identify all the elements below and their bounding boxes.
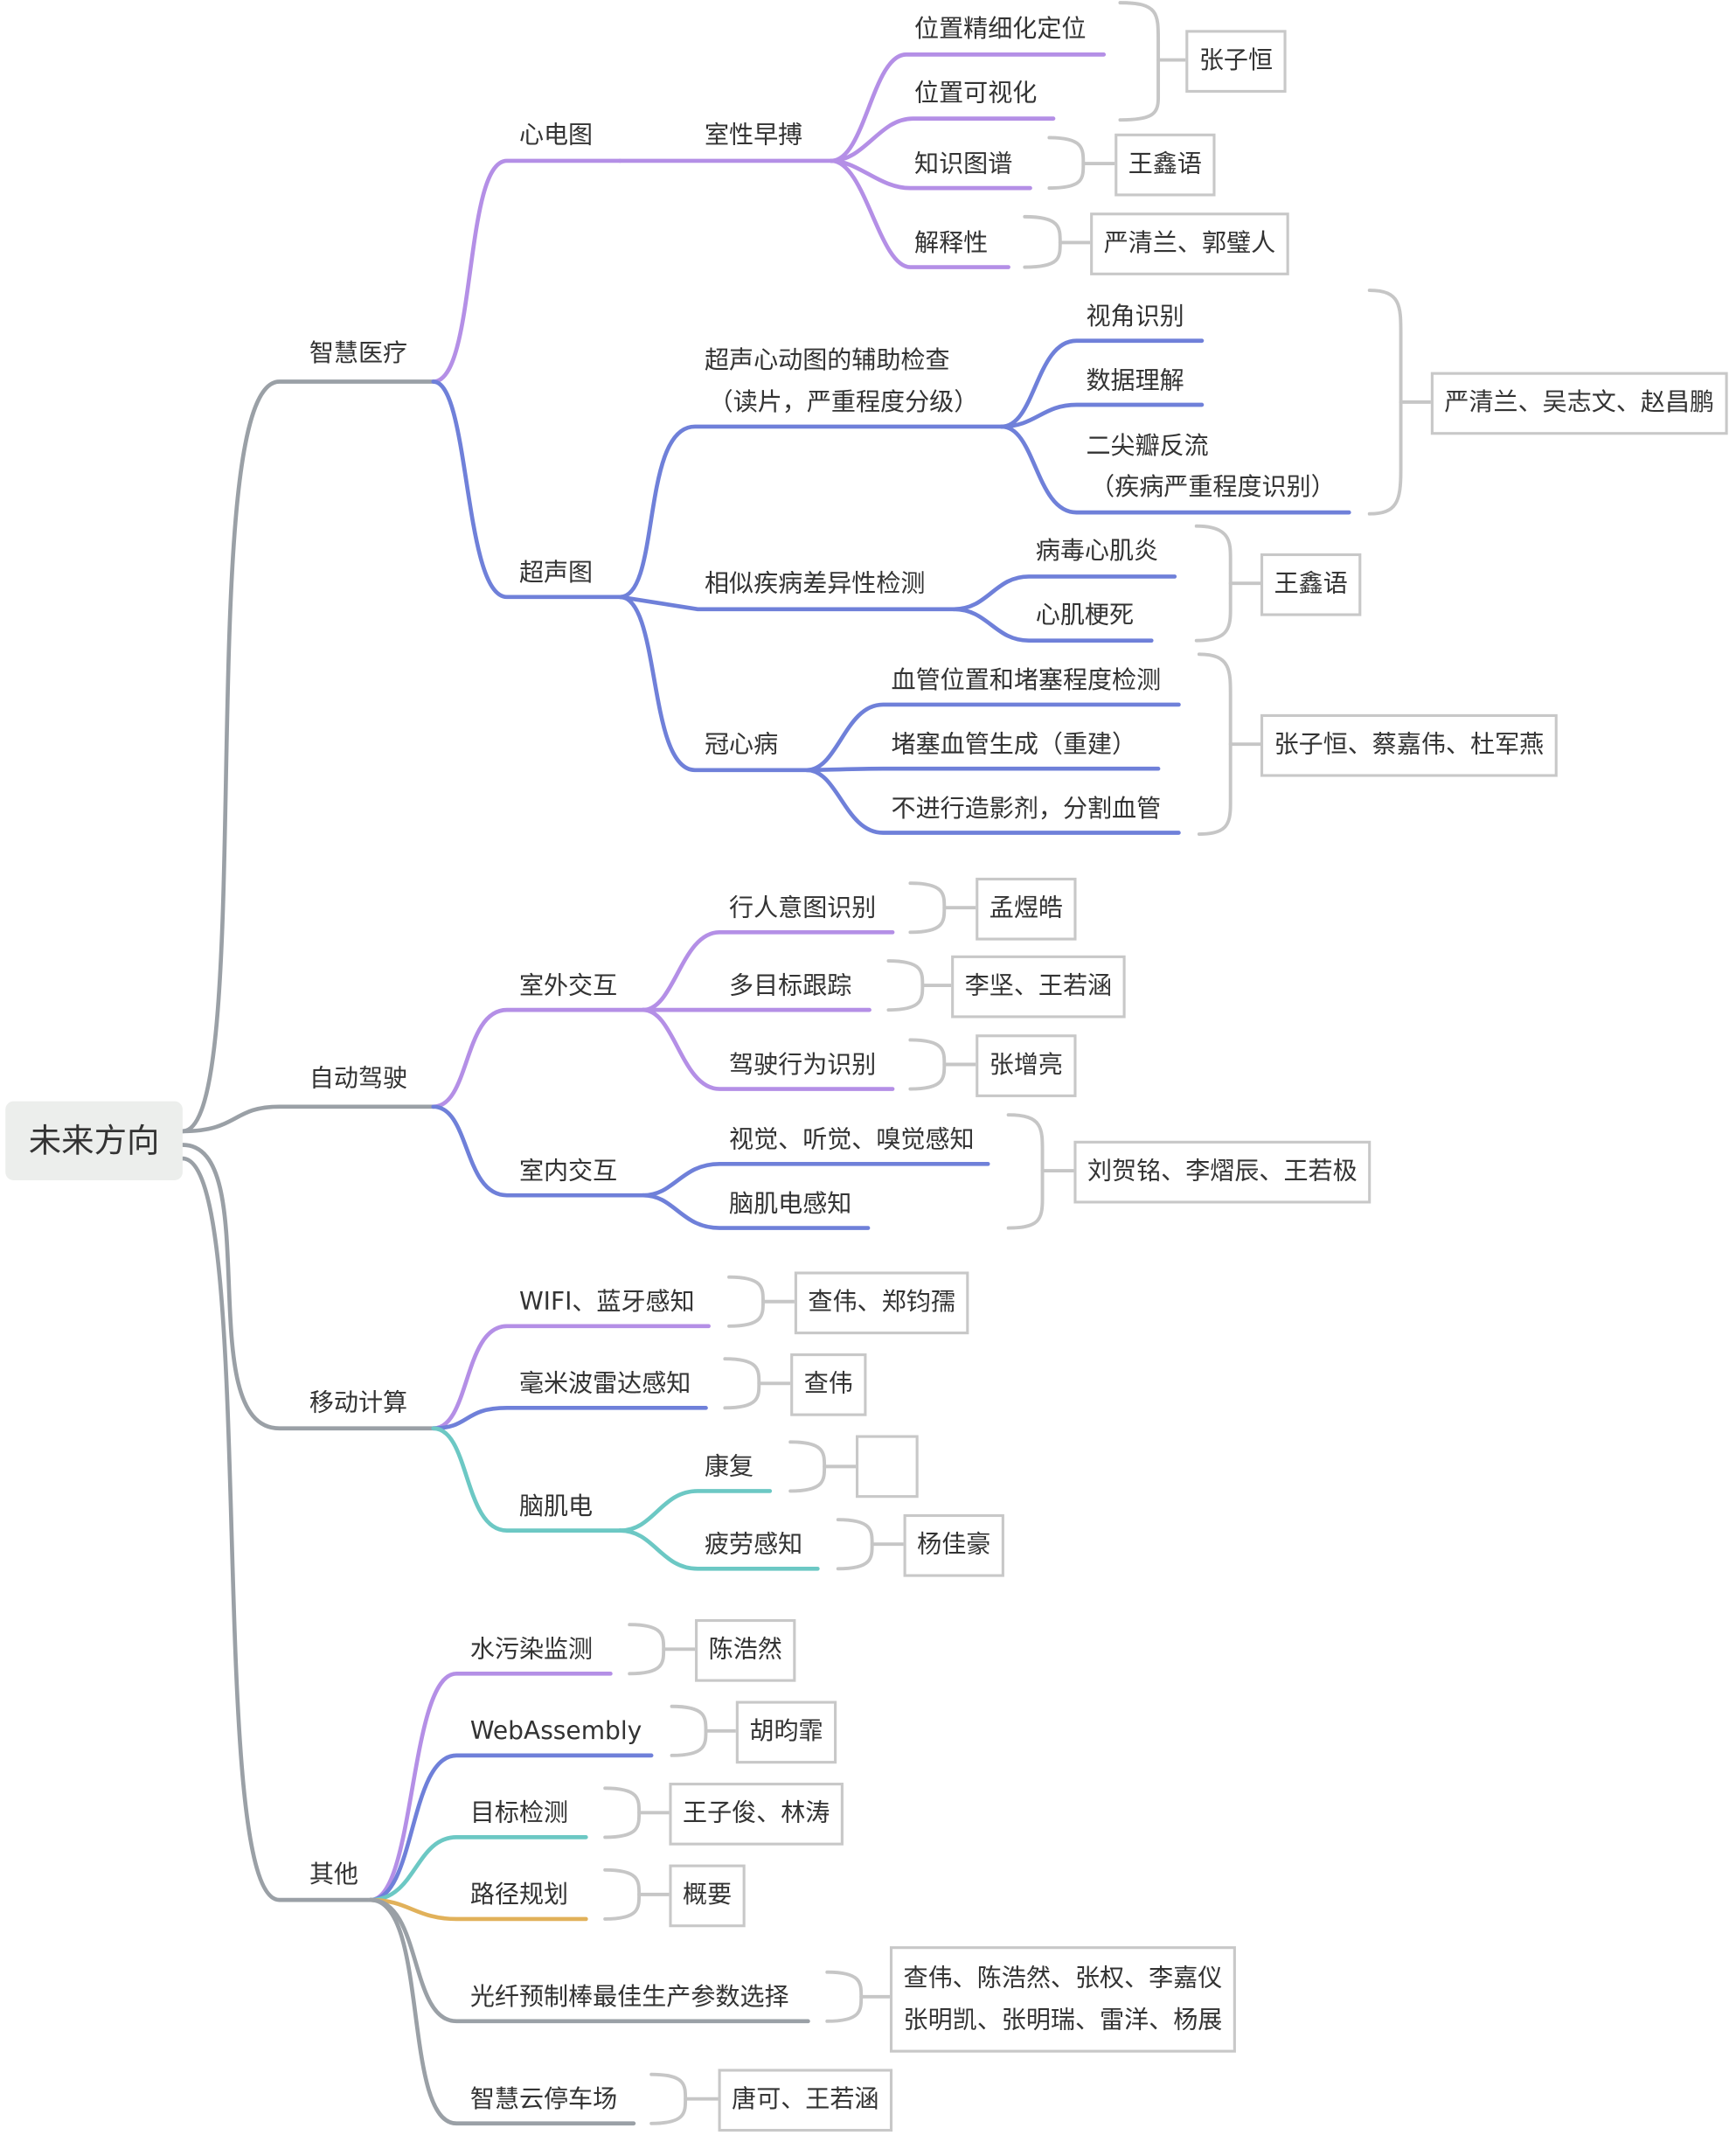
people-box[interactable]: 查伟、郑钧孺 [794,1271,969,1335]
node-chd-item[interactable]: 不进行造影剂，分割血管 [891,794,1162,824]
people-box[interactable]: 张子恒 [1185,30,1287,94]
people-line: 张明凯、张明瑞、雷洋、杨展 [903,2006,1223,2035]
people-box[interactable]: 严清兰、吴志文、赵昌鹏 [1430,372,1728,435]
people-box[interactable]: 杨佳豪 [903,1513,1004,1577]
node-chd-item[interactable]: 血管位置和堵塞程度检测 [891,666,1162,696]
node-vpc[interactable]: 室性早搏 [704,121,803,150]
node-indoor[interactable]: 室内交互 [518,1157,618,1186]
node-echo-line2[interactable]: （读片，严重程度分级） [708,388,979,418]
node-echo-item-sub[interactable]: （疾病严重程度识别） [1090,472,1336,502]
people-box-multiline[interactable]: 查伟、陈浩然、张权、李嘉仪 张明凯、张明瑞、雷洋、杨展 [889,1946,1236,2053]
branch-mobile[interactable]: 移动计算 [309,1388,408,1418]
people-box[interactable]: 陈浩然 [695,1618,796,1682]
branch-medical[interactable]: 智慧医疗 [309,339,408,368]
node-other-item[interactable]: 路径规划 [469,1881,569,1910]
people-box[interactable]: 李坚、王若涵 [951,955,1126,1019]
node-diff-item[interactable]: 心肌梗死 [1035,601,1135,630]
node-other-item[interactable]: WebAssembly [469,1717,642,1746]
node-outdoor-item[interactable]: 多目标跟踪 [729,971,852,1001]
people-box[interactable]: 胡昀霏 [735,1700,837,1764]
node-diff-item[interactable]: 病毒心肌炎 [1035,537,1159,566]
node-diff-detect[interactable]: 相似疾病差异性检测 [704,569,926,599]
node-vpc-item[interactable]: 解释性 [914,228,989,258]
node-outdoor-item[interactable]: 行人意图识别 [729,894,877,923]
summary-box[interactable]: 概要 [669,1864,746,1928]
node-eeg[interactable]: 脑肌电 [518,1492,594,1521]
people-line: 查伟、陈浩然、张权、李嘉仪 [903,1964,1223,1993]
node-other-item[interactable]: 水污染监测 [469,1635,594,1665]
node-outdoor-item[interactable]: 驾驶行为识别 [729,1050,877,1080]
people-box-empty[interactable] [855,1435,919,1499]
people-box[interactable]: 王鑫语 [1260,553,1362,616]
people-box[interactable]: 查伟 [790,1353,867,1416]
node-echo-item[interactable]: 二尖瓣反流 [1086,432,1209,461]
people-box[interactable]: 孟煜皓 [976,877,1077,941]
node-outdoor[interactable]: 室外交互 [518,971,618,1001]
node-mobile-item[interactable]: WIFI、蓝牙感知 [518,1288,695,1317]
node-echo-item[interactable]: 数据理解 [1086,366,1184,396]
node-echo-item[interactable]: 视角识别 [1086,303,1184,331]
node-indoor-item[interactable]: 脑肌电感知 [729,1189,852,1219]
people-box[interactable]: 王鑫语 [1115,133,1216,197]
node-other-item[interactable]: 智慧云停车场 [469,2085,618,2114]
node-mobile-item[interactable]: 毫米波雷达感知 [518,1369,691,1399]
node-vpc-item[interactable]: 位置可视化 [914,79,1038,108]
branch-driving[interactable]: 自动驾驶 [309,1064,408,1094]
node-eeg-item[interactable]: 疲劳感知 [704,1530,803,1560]
node-indoor-item[interactable]: 视觉、听觉、嗅觉感知 [729,1125,975,1155]
node-chd-item[interactable]: 堵塞血管生成（重建） [891,730,1137,760]
people-box[interactable]: 张子恒、蔡嘉伟、杜军燕 [1260,713,1558,777]
node-chd[interactable]: 冠心病 [704,730,779,760]
people-box[interactable]: 唐可、王若涵 [718,2069,893,2132]
people-box[interactable]: 张增亮 [976,1034,1077,1097]
node-other-item[interactable]: 目标检测 [469,1798,569,1828]
root-node[interactable]: 未来方向 [5,1101,183,1181]
node-vpc-item[interactable]: 知识图谱 [914,150,1013,179]
node-ultrasound[interactable]: 超声图 [518,559,594,588]
node-echo-line1[interactable]: 超声心动图的辅助检查 [704,345,950,375]
branch-other[interactable]: 其他 [309,1860,358,1889]
people-box[interactable]: 王子俊、林涛 [669,1783,844,1846]
people-box[interactable]: 严清兰、郭璧人 [1090,212,1289,275]
node-other-item[interactable]: 光纤预制棒最佳生产参数选择 [469,1983,789,2012]
people-box[interactable]: 刘贺铭、李熠辰、王若极 [1073,1140,1371,1204]
node-ecg[interactable]: 心电图 [518,121,594,150]
node-vpc-item[interactable]: 位置精细化定位 [914,15,1087,44]
node-eeg-item[interactable]: 康复 [704,1452,754,1482]
